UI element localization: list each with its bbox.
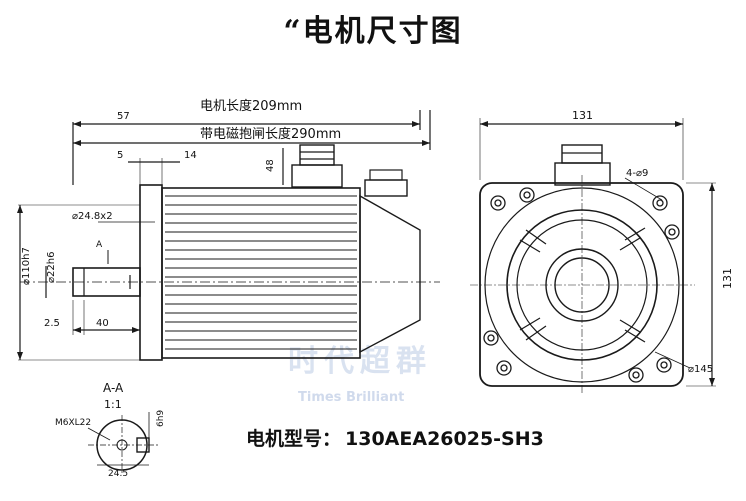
label-dim-2-5: 2.5 (44, 318, 60, 329)
label-thread: M6XL22 (55, 418, 91, 428)
model-label: 电机型号： (246, 428, 342, 450)
section-title: A-A (103, 381, 124, 395)
model-value: 130AEA26025-SH3 (345, 428, 544, 450)
label-shaft-dia: ⌀22h6 (46, 252, 57, 283)
page-title: “电机尺寸图 (283, 14, 463, 49)
watermark-logo-en: Times Brilliant (298, 390, 405, 405)
label-dim-14: 14 (184, 150, 197, 161)
label-key-width: 6h9 (156, 410, 166, 427)
front-connector (554, 162, 611, 186)
brake-housing (359, 194, 421, 354)
shaft (72, 267, 141, 297)
label-dim-48: 48 (265, 159, 276, 172)
label-dim-5: 5 (117, 150, 123, 161)
connector-base (291, 164, 343, 188)
label-front-width: 131 (572, 109, 593, 122)
flange-outline (139, 184, 163, 361)
label-brake-length: 带电磁抱闸长度290mm (200, 126, 341, 142)
section-scale: 1:1 (104, 398, 122, 411)
label-front-height: 131 (721, 268, 734, 289)
label-flange-dia: ⌀110h7 (21, 247, 32, 285)
brake-connector (364, 179, 408, 197)
label-section-mark: A (96, 240, 103, 250)
label-pcd: ⌀145 (688, 364, 713, 375)
watermark-logo-text: 时代超群 (288, 344, 432, 379)
label-key-depth: 24.5 (108, 469, 128, 479)
label-holes: 4-⌀9 (626, 168, 648, 179)
label-motor-length: 电机长度209mm (200, 98, 302, 114)
label-bolt: ⌀24.8x2 (72, 211, 113, 222)
front-flange-square (479, 182, 684, 387)
label-dim-40: 40 (96, 318, 109, 329)
connector-head (299, 144, 335, 166)
label-dim-57: 57 (117, 111, 130, 122)
motor-model: 电机型号：130AEA26025-SH3 (246, 424, 548, 451)
mount-hole (490, 195, 506, 211)
